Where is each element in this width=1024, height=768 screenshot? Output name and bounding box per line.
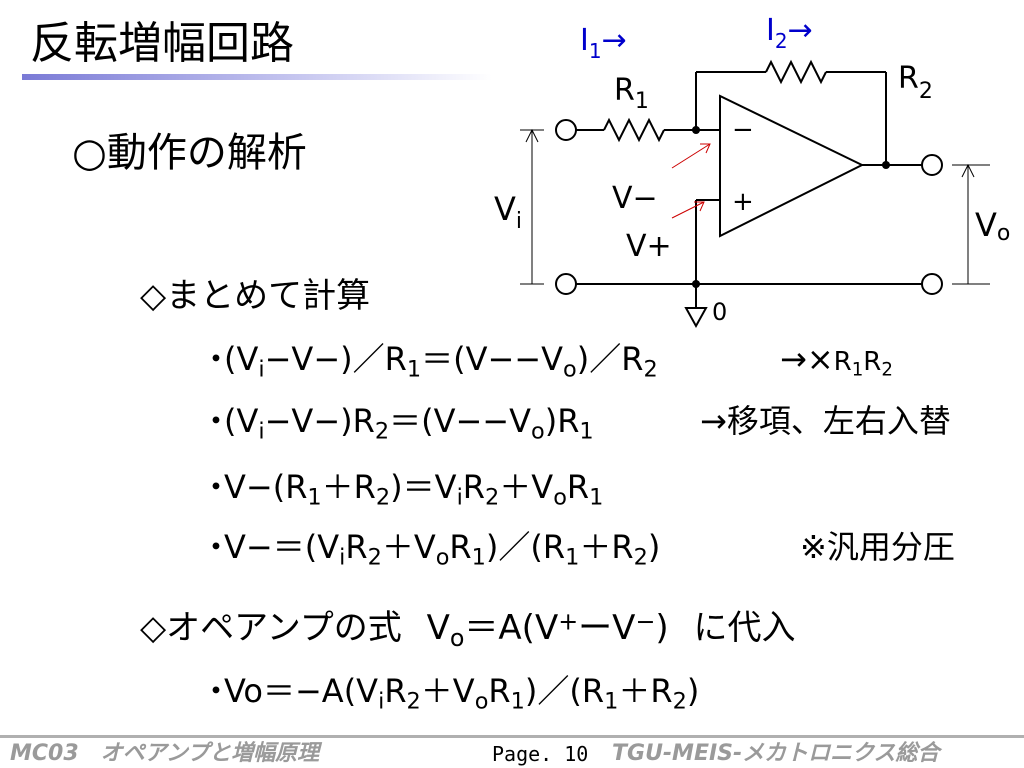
bullet: ・ (200, 528, 233, 566)
title-underline (22, 74, 492, 80)
equation-line-1: ・(Vi−V−)／R1＝(V−−Vo)／R2 (200, 338, 658, 383)
noninverting-sign: + (732, 187, 754, 217)
section2-header-prefix: ◇オペアンプの式 (140, 608, 402, 648)
section2-header-formula: Vo＝A(V+ーV−) (426, 607, 669, 653)
current-i1-label: I1→ (580, 23, 627, 63)
junction-dot (692, 126, 700, 134)
equation-note-2: →移項、左右入替 (700, 402, 951, 440)
opamp-triangle (719, 94, 865, 238)
current-i2-label: I2→ (766, 13, 813, 53)
vi-label: Vi (494, 190, 522, 234)
bullet: ・ (200, 402, 233, 440)
ground-symbol (684, 307, 708, 329)
equation-text: (Vi−V−)／R1＝(V−−Vo)／R2 (224, 340, 658, 383)
vplus-label: V+ (626, 229, 672, 264)
vminus-pointer (671, 143, 711, 169)
ground-label: 0 (712, 298, 727, 326)
equation-text: V−＝(ViR2＋VoR1)／(R1＋R2) (224, 528, 661, 571)
ground-terminal-left (555, 273, 577, 295)
section2-header: ◇オペアンプの式 Vo＝A(V+ーV−) に代入 (140, 606, 795, 650)
equation-line-4: ・V−＝(ViR2＋VoR1)／(R1＋R2) (200, 526, 661, 571)
slide-title: 反転増幅回路 (30, 18, 294, 69)
ground-terminal-right (921, 273, 943, 295)
page-number: Page. 10 (492, 742, 589, 766)
bullet: ・ (200, 468, 233, 506)
input-terminal (555, 119, 577, 141)
equation-line-2: ・(Vi−V−)R2＝(V−−Vo)R1 (200, 400, 594, 445)
vplus-pointer (671, 201, 705, 219)
r1-label: R1 (614, 73, 649, 114)
vo-label: Vo (975, 206, 1010, 246)
equation-line-5: ・Vo＝−A(ViR2＋VoR1)／(R1＋R2) (200, 670, 700, 715)
bullet: ・ (200, 672, 233, 710)
footer-org: TGU-MEIS-メカトロニクス総合 (612, 741, 940, 766)
section1-header: ◇まとめて計算 (140, 276, 371, 316)
equation-text: (Vi−V−)R2＝(V−−Vo)R1 (224, 402, 594, 445)
equation-note-4: ※汎用分圧 (800, 528, 955, 566)
inverting-amplifier-circuit: − + I1→ I2→ R1 R2 Vi Vo V− V+ 0 (494, 13, 1010, 329)
bullet: ・ (200, 340, 233, 378)
output-terminal (921, 154, 943, 176)
section2-header-suffix: に代入 (693, 608, 796, 648)
equation-text: V−(R1＋R2)＝ViR2＋VoR1 (224, 468, 604, 511)
r2-label: R2 (898, 61, 933, 104)
equation-line-3: ・V−(R1＋R2)＝ViR2＋VoR1 (200, 466, 604, 511)
footer-course: MC03 オペアンプと増幅原理 (10, 741, 320, 766)
equation-note-1: →×R1R2 (780, 340, 893, 381)
resistor-r2 (765, 59, 827, 85)
vminus-label: V− (612, 181, 658, 216)
resistor-r1 (603, 117, 665, 143)
junction-dot (692, 280, 700, 288)
inverting-sign: − (732, 115, 754, 145)
equation-text: Vo＝−A(ViR2＋VoR1)／(R1＋R2) (224, 672, 700, 715)
footer-divider (0, 735, 1024, 738)
section-heading: ○動作の解析 (72, 130, 307, 176)
junction-dot (882, 161, 890, 169)
